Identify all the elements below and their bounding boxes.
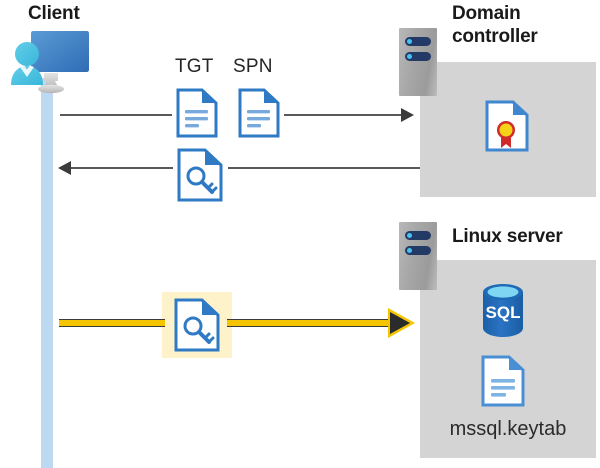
tgt-document-icon bbox=[176, 88, 218, 138]
service-ticket-key-document-icon-highlighted bbox=[174, 298, 220, 352]
service-ticket-flow-arrowhead bbox=[390, 312, 410, 334]
client-lifeline bbox=[41, 78, 53, 468]
service-ticket-flow-line-right bbox=[227, 319, 392, 327]
service-ticket-key-document-icon bbox=[177, 148, 223, 202]
spn-label: SPN bbox=[233, 56, 273, 77]
tgt-label: TGT bbox=[175, 56, 214, 77]
domain-controller-title: Domain controller bbox=[452, 3, 538, 47]
sql-database-label: SQL bbox=[486, 303, 521, 322]
keytab-filename-label: mssql.keytab bbox=[449, 418, 567, 440]
request-flow-arrowhead bbox=[401, 108, 414, 122]
client-title: Client bbox=[28, 3, 80, 24]
spn-document-icon bbox=[238, 88, 280, 138]
sql-database-icon: SQL bbox=[478, 282, 528, 340]
request-flow-line-left bbox=[60, 114, 172, 116]
linux-server-rack-icon bbox=[399, 222, 437, 290]
request-flow-line-right bbox=[284, 114, 403, 116]
keytab-document-icon bbox=[481, 355, 525, 407]
domain-controller-server-rack-icon bbox=[399, 28, 437, 96]
response-flow-line-left bbox=[71, 167, 173, 169]
client-computer-user-icon bbox=[8, 28, 94, 96]
service-ticket-flow-line-left bbox=[59, 319, 165, 327]
certificate-document-icon bbox=[485, 100, 529, 152]
response-flow-arrowhead bbox=[58, 161, 71, 175]
response-flow-line-right bbox=[228, 167, 420, 169]
linux-server-title: Linux server bbox=[452, 226, 563, 247]
